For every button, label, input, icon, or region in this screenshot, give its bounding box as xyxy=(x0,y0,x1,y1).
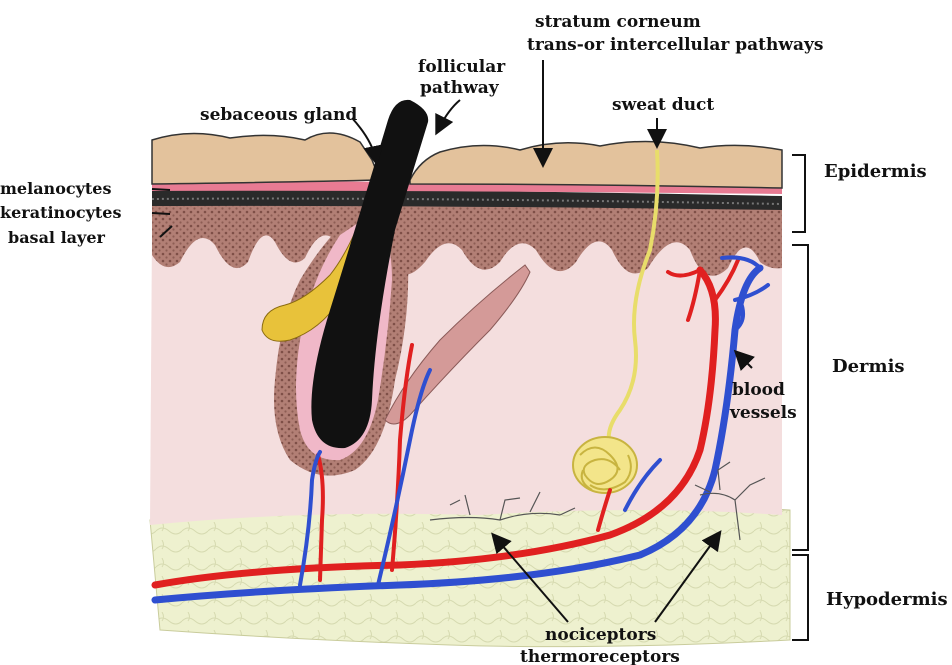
sweat-duct-label: sweat duct xyxy=(612,95,714,115)
blood-label: blood xyxy=(732,380,785,400)
dermis-label: Dermis xyxy=(832,356,905,377)
nociceptors-label: nociceptors xyxy=(545,625,656,645)
sebaceous-gland-label: sebaceous gland xyxy=(200,105,357,125)
stratum-corneum-label: stratum corneum xyxy=(535,12,701,32)
follicular-label: follicular xyxy=(418,57,506,77)
epidermis-bracket xyxy=(792,155,805,232)
sweat-gland-coil xyxy=(573,437,637,493)
thermoreceptors-label: thermoreceptors xyxy=(520,647,680,665)
hypodermis-bracket xyxy=(792,555,808,640)
hypodermis-label: Hypodermis xyxy=(826,589,948,610)
pathway-label: pathway xyxy=(420,78,500,98)
dermis-bracket xyxy=(792,245,808,550)
stratum-corneum-layer-right xyxy=(410,141,782,188)
stratum-corneum-layer xyxy=(152,133,380,184)
epidermis-label: Epidermis xyxy=(824,161,927,182)
vessels-label: vessels xyxy=(729,403,797,423)
keratinocytes-label: keratinocytes xyxy=(0,203,121,222)
basal-layer-label: basal layer xyxy=(8,228,106,247)
pathways-label: trans-or intercellular pathways xyxy=(527,35,823,55)
melanocytes-label: melanocytes xyxy=(0,179,111,198)
